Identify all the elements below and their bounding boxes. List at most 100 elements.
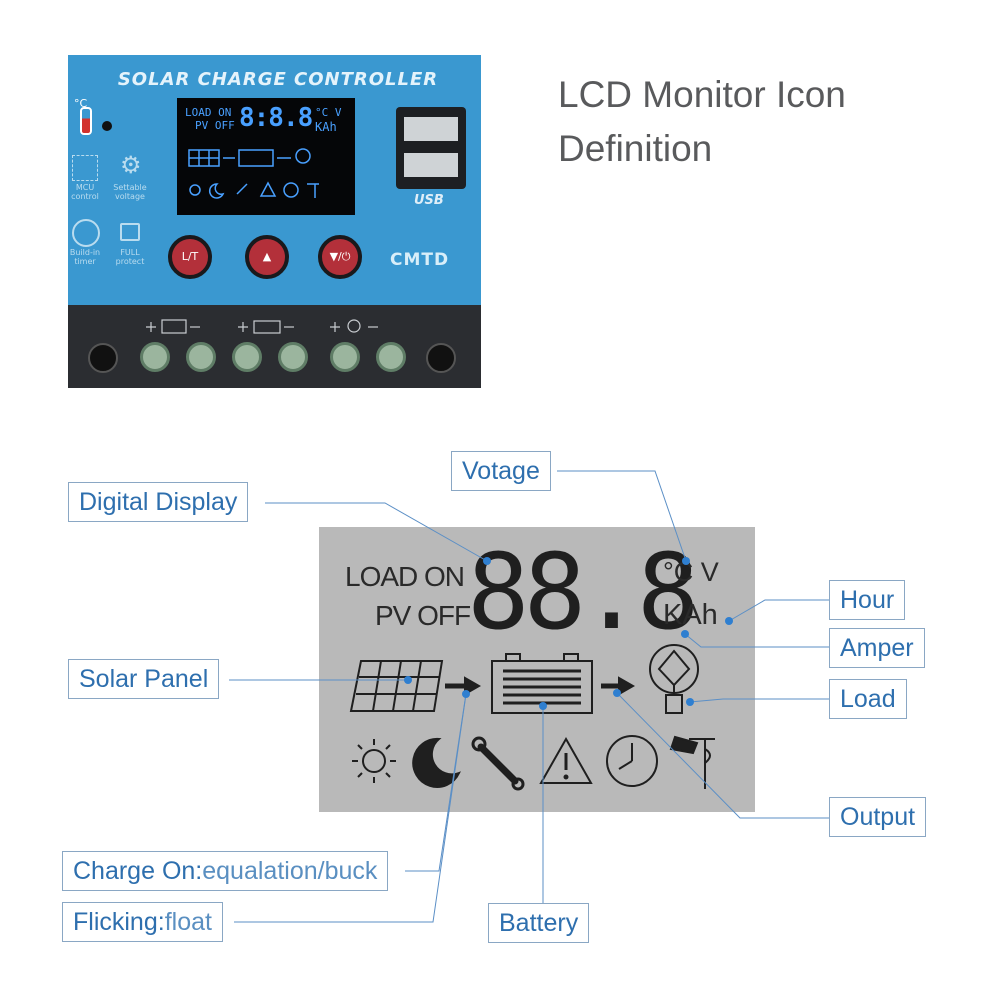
dot-arrow	[462, 690, 470, 698]
moon-icon	[412, 737, 461, 788]
dot-digital-display	[483, 557, 491, 565]
label-charge-on: Charge On:equalation/buck	[62, 851, 389, 891]
solar-terminal-icon	[161, 319, 187, 334]
mini-clock-icon	[283, 182, 299, 198]
dot-solar-panel	[404, 676, 412, 684]
load-negative-terminal	[376, 342, 406, 372]
usb-logo: USB	[414, 193, 444, 208]
dot-load	[686, 698, 694, 706]
device-brand-text: SOLAR CHARGE CONTROLLER	[117, 69, 439, 90]
gear-icon: ⚙	[120, 151, 142, 179]
terminal-block	[68, 305, 481, 388]
mount-hole-left	[88, 343, 118, 373]
battery-negative-terminal	[278, 342, 308, 372]
line-hour	[728, 599, 829, 622]
mini-lcd-screen: LOAD ON PV OFF 8:8.8 °C V KAh	[177, 98, 355, 215]
label-flicking: Flicking:float	[62, 902, 223, 942]
chip-icon	[72, 155, 98, 181]
page-title: LCD Monitor Icon Definition	[558, 68, 958, 176]
sun-icon	[352, 739, 396, 783]
mini-lcd-icons	[188, 148, 319, 199]
mini-lamp-icon	[307, 183, 319, 198]
line-load	[689, 698, 829, 703]
thermometer-icon	[80, 107, 92, 135]
mode-button[interactable]: L/T	[168, 235, 212, 279]
mini-sun-icon	[189, 184, 201, 196]
clock-icon	[72, 219, 100, 247]
mini-load-on: LOAD ON	[185, 106, 232, 119]
usb-port-2	[404, 153, 458, 177]
mini-digits: 8:8.8	[239, 103, 313, 133]
usb-ports	[396, 107, 466, 189]
mini-units-bottom: KAh	[315, 120, 337, 134]
line-amper	[684, 633, 829, 648]
line-votage	[557, 470, 687, 562]
load-positive-terminal	[330, 342, 360, 372]
solar-negative-terminal	[186, 342, 216, 372]
seven-segment-digits: 88.8	[467, 531, 699, 653]
lcd-diagram: LOAD ON PV OFF 88.8 °C V KAh	[319, 527, 755, 812]
solar-panel-icon	[349, 660, 444, 712]
mount-hole-right	[426, 343, 456, 373]
label-output: Output	[829, 797, 927, 837]
dot-battery	[539, 702, 547, 710]
bulb-terminal-icon	[347, 319, 361, 333]
dot-votage	[682, 557, 690, 565]
flicking-main: Flicking:	[73, 908, 165, 936]
charge-on-main: Charge On:	[73, 857, 203, 885]
charge-on-sub: equalation/buck	[202, 857, 378, 885]
arrow-right-icon-2	[601, 676, 636, 696]
arrow-right-icon	[445, 676, 482, 696]
flicking-sub: float	[164, 908, 212, 936]
dot-output	[613, 689, 621, 697]
label-amper: Amper	[829, 628, 925, 668]
unit-celsius-volt: °C V	[663, 557, 719, 587]
mini-bulb-icon	[295, 148, 311, 164]
clock-icon	[606, 735, 658, 787]
wrench-icon	[471, 736, 525, 791]
load-bulb-icon	[649, 644, 699, 714]
sensor-dot	[102, 121, 112, 131]
label-hour: Hour	[829, 580, 906, 620]
label-solar-panel: Solar Panel	[68, 659, 220, 699]
mini-battery-icon	[238, 149, 274, 167]
mini-wrench-icon	[236, 183, 248, 195]
mini-moon-icon	[208, 183, 225, 199]
device-model: CMTD	[390, 250, 450, 270]
warning-icon	[539, 736, 593, 784]
mini-pv-off: PV OFF	[195, 119, 235, 132]
line-digital-display	[265, 502, 488, 562]
usb-port-1	[404, 117, 458, 141]
lcd-icons	[349, 644, 715, 791]
load-on-text: LOAD ON	[345, 561, 465, 592]
terminal-symbols	[146, 319, 378, 334]
street-lamp-icon	[669, 735, 715, 789]
down-power-button[interactable]: ▼/⏻	[318, 235, 362, 279]
solar-positive-terminal	[140, 342, 170, 372]
battery-positive-terminal	[232, 342, 262, 372]
line-output	[616, 692, 829, 819]
mini-units-top: °C V	[315, 106, 342, 119]
label-battery: Battery	[488, 903, 590, 943]
temperature-unit: °C	[74, 97, 88, 110]
up-button[interactable]: ▲	[245, 235, 289, 279]
line-flicking	[234, 693, 467, 923]
lock-icon	[120, 223, 140, 241]
dot-amper	[681, 630, 689, 638]
title-line-2: Definition	[558, 128, 713, 169]
label-load: Load	[829, 679, 907, 719]
label-votage: Votage	[451, 451, 551, 491]
title-line-1: LCD Monitor Icon	[558, 74, 846, 115]
battery-terminal-icon	[253, 320, 281, 334]
label-digital-display: Digital Display	[68, 482, 249, 522]
mini-warning-icon	[259, 181, 277, 197]
line-charge-on	[405, 693, 467, 872]
unit-kah: KAh	[663, 599, 718, 631]
dot-hour	[725, 617, 733, 625]
